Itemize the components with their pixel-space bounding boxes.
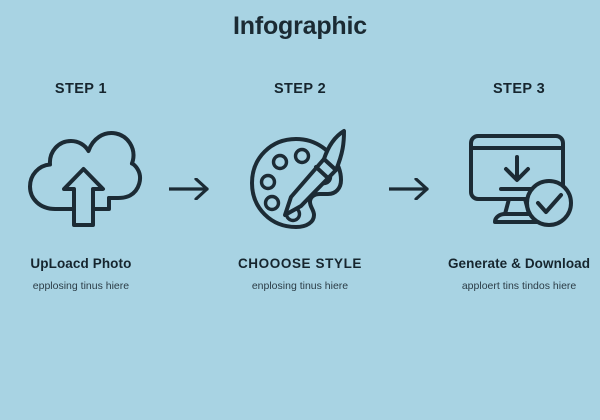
page-title: Infographic bbox=[233, 12, 367, 40]
paint-palette-icon bbox=[235, 118, 365, 238]
step-caption-3: Generate & Download bbox=[447, 256, 591, 271]
steps-row: STEP 1 UpLoacd Photo epplosing tinus hie… bbox=[0, 78, 600, 318]
connector-1 bbox=[162, 78, 219, 200]
step-caption-2: CHOOOSE STYLE bbox=[237, 256, 363, 271]
step-item-1: STEP 1 UpLoacd Photo epplosing tinus hie… bbox=[0, 78, 162, 292]
cloud-upload-icon bbox=[16, 118, 146, 238]
step-label-1: STEP 1 bbox=[54, 81, 107, 97]
step-label-3: STEP 3 bbox=[492, 81, 546, 97]
monitor-download-check-icon bbox=[454, 118, 584, 238]
arrow-right-icon bbox=[169, 178, 210, 200]
step-item-2: STEP 2 CHOOOSE STYLE enplosing tinus hie… bbox=[219, 78, 381, 292]
step-subcaption-1: epplosing tinus hiere bbox=[32, 280, 130, 292]
arrow-right-icon bbox=[388, 178, 429, 200]
step-label-2: STEP 2 bbox=[273, 81, 327, 97]
step-item-3: STEP 3 Generate & Download apploert tins… bbox=[438, 78, 600, 292]
connector-2 bbox=[381, 78, 438, 200]
step-subcaption-3: apploert tins tindos hiere bbox=[461, 280, 577, 292]
step-subcaption-2: enplosing tinus hiere bbox=[251, 280, 349, 292]
step-caption-1: UpLoacd Photo bbox=[30, 256, 132, 271]
